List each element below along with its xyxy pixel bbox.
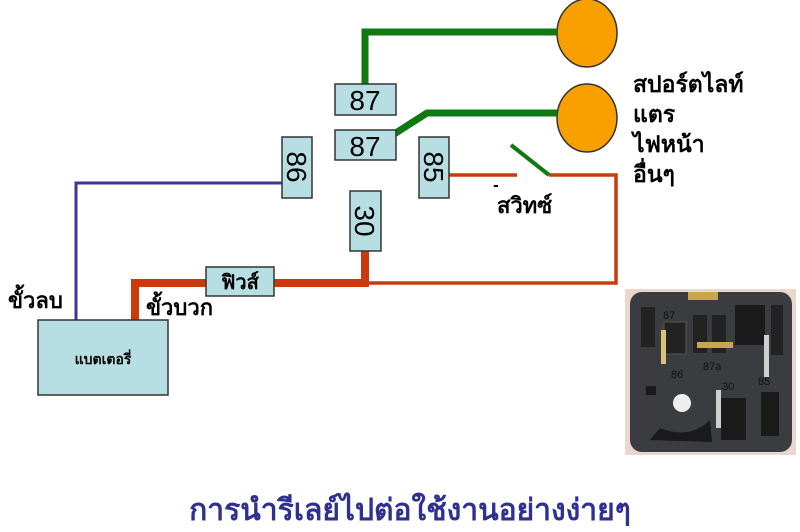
page-title: การนำรีเลย์ไปต่อใช้งานอย่างง่ายๆ	[189, 492, 631, 528]
svg-text:แบตเตอรี่: แบตเตอรี่	[75, 349, 132, 368]
svg-text:86: 86	[281, 151, 312, 182]
load-label-2: แตร	[633, 102, 676, 128]
svg-text:85: 85	[418, 151, 449, 182]
svg-text:30: 30	[722, 381, 734, 393]
svg-text:87: 87	[663, 310, 675, 322]
switch-blade	[509, 143, 551, 177]
wire-switch-loop	[365, 173, 618, 285]
pin-30: 30	[349, 190, 382, 252]
switch-label: สวิทซ์	[497, 193, 552, 219]
svg-text:30: 30	[349, 205, 380, 236]
pin-85: 85	[418, 136, 450, 199]
wire-87-bottom	[389, 109, 557, 139]
load-label-3: ไฟหน้า	[630, 130, 705, 158]
pin-87-bottom: 87	[334, 129, 397, 162]
positive-terminal-label: ขั้วบวก	[146, 291, 213, 321]
svg-text:87: 87	[349, 131, 380, 162]
svg-text:87: 87	[349, 85, 380, 116]
fuse: ฟิวส์	[205, 266, 275, 297]
svg-text:86: 86	[671, 369, 683, 381]
lamp-bottom	[556, 83, 618, 153]
svg-text:ฟิวส์: ฟิวส์	[221, 270, 260, 294]
switch-minus: -	[493, 178, 499, 194]
wire-87-top	[361, 28, 557, 84]
negative-terminal-label: ขั้วลบ	[8, 284, 63, 314]
pin-87-top: 87	[334, 83, 397, 116]
pin-86: 86	[281, 136, 313, 199]
wire-negative	[74, 181, 282, 320]
relay-photo: 87 86 87a 30 85	[625, 289, 796, 455]
load-label-1: สปอร์ตไลท์	[633, 70, 744, 98]
svg-text:87a: 87a	[703, 361, 722, 373]
battery: แบตเตอรี่	[37, 319, 169, 396]
lamp-top	[556, 0, 618, 68]
load-label-4: อื่นๆ	[633, 157, 675, 188]
svg-text:85: 85	[758, 376, 770, 388]
